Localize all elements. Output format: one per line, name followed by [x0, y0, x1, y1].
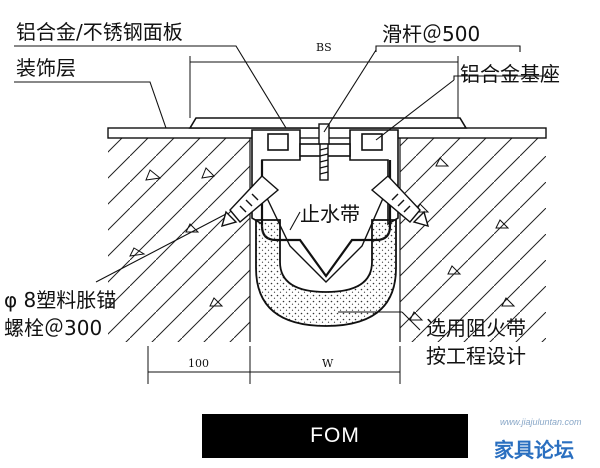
waterstop-label: 止水带: [300, 202, 360, 226]
sliding-rod-label: 滑杆＠500: [382, 22, 481, 46]
decor-layer-label: 装饰层: [16, 56, 76, 80]
dimension-lines: [147, 56, 459, 384]
dimension-bs: BS: [316, 41, 332, 54]
anchor-label-line2: 螺栓＠300: [4, 316, 103, 340]
base-label: 铝合金基座: [460, 62, 560, 86]
sliding-rod: [318, 123, 330, 181]
dimension-w: W: [322, 357, 334, 370]
right-concrete-slab: [399, 138, 546, 342]
anchor-bolt-right: [370, 175, 430, 228]
left-concrete-slab: [108, 138, 251, 342]
model-code-banner: FOM: [202, 414, 468, 458]
dimension-100: 100: [188, 357, 209, 370]
face-plate: [188, 117, 468, 129]
leader-lines: [14, 45, 548, 331]
anchor-label-line1: φ 8塑料胀锚: [4, 288, 117, 312]
watermark-url: www.jiajuluntan.com: [500, 417, 582, 427]
panel-label: 铝合金/不锈钢面板: [16, 20, 183, 44]
fire-barrier-label-line1: 选用阻火带: [426, 316, 526, 340]
watermark-site-name: 家具论坛: [494, 438, 574, 462]
anchor-bolt-left: [220, 175, 280, 228]
fire-barrier: [255, 219, 397, 327]
fire-barrier-label-line2: 按工程设计: [426, 344, 526, 368]
